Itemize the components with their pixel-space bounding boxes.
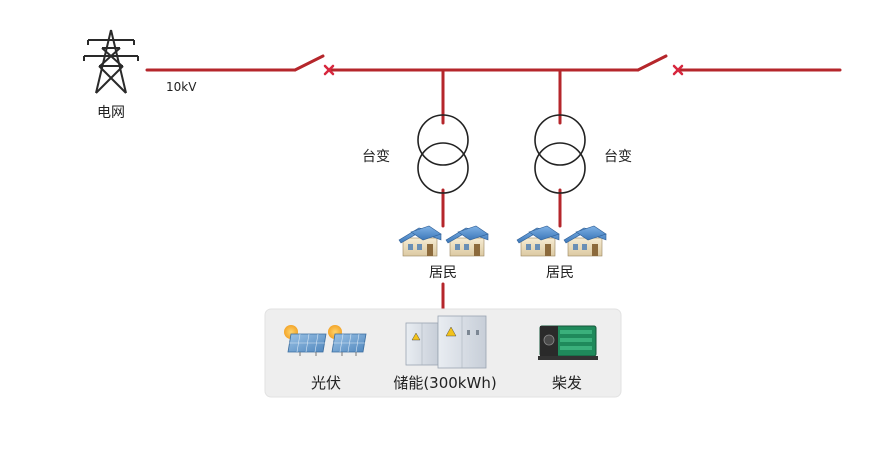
transformer-icon — [534, 114, 586, 194]
transformer-left-label: 台变 — [362, 149, 390, 165]
branch-lines — [441, 68, 562, 312]
house-icon — [516, 225, 560, 257]
house-icon — [398, 225, 442, 257]
diesel-label: 柴发 — [552, 374, 582, 392]
voltage-label: 10kV — [166, 80, 197, 94]
diesel-generator-icon — [538, 325, 598, 360]
grid-label: 电网 — [97, 105, 125, 121]
solar-panel-icon — [284, 325, 367, 356]
transformer-icon — [417, 114, 469, 194]
transformer-right-label: 台变 — [604, 149, 632, 165]
residents-right-label: 居民 — [546, 265, 574, 281]
battery-cabinet-icon — [405, 315, 487, 369]
switch-icon — [293, 54, 335, 76]
residents-left-label: 居民 — [429, 265, 457, 281]
switch-icon — [636, 54, 684, 76]
house-icon — [445, 225, 489, 257]
power-tower-icon — [83, 29, 139, 94]
house-icon — [563, 225, 607, 257]
pv-label: 光伏 — [311, 374, 341, 392]
storage-label: 储能(300kWh) — [393, 374, 496, 392]
